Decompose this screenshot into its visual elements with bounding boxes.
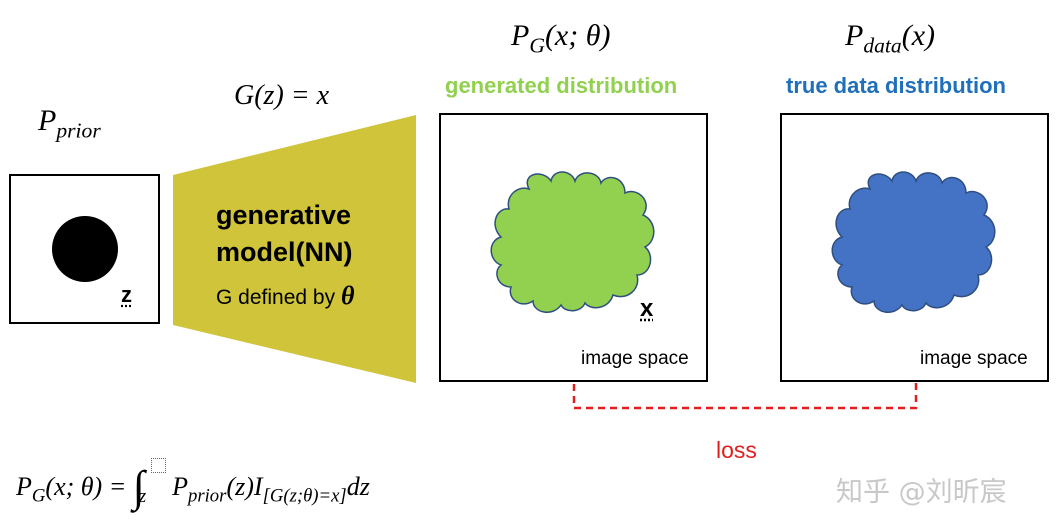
integral-sign: ∫ xyxy=(132,462,145,511)
true-data-space-label: image space xyxy=(920,348,1028,369)
bottom-formula: PG(x; θ) = ∫z Pprior(z)I[G(z;θ)=x]dz xyxy=(16,458,370,509)
generator-trapezoid xyxy=(173,115,416,383)
generated-space-label: image space xyxy=(581,348,689,369)
generator-line1: generative xyxy=(216,200,352,230)
prior-label: Pprior xyxy=(38,104,101,143)
generator-line2: model(NN) xyxy=(216,237,353,267)
true-data-title: true data distribution xyxy=(786,73,1006,98)
z-label: z xyxy=(121,282,132,307)
prior-box: z xyxy=(9,174,160,324)
watermark: 知乎 @刘昕宸 xyxy=(836,477,1007,508)
true-data-cloud xyxy=(831,171,996,313)
generated-box: x image space xyxy=(439,113,708,382)
true-data-box: image space xyxy=(780,113,1049,382)
prior-dot xyxy=(52,216,118,282)
generated-cloud xyxy=(490,171,655,313)
generator-equation: G(z) = x xyxy=(234,80,330,111)
loss-label: loss xyxy=(716,437,757,463)
theta-symbol: θ xyxy=(340,281,355,310)
generated-title: generated distribution xyxy=(445,73,678,98)
upper-limit-placeholder xyxy=(150,458,166,473)
x-label: x xyxy=(640,295,654,322)
generated-formula: PG(x; θ) xyxy=(511,19,611,58)
true-data-formula: Pdata(x) xyxy=(845,19,936,58)
generator-line3: G defined by θ xyxy=(216,281,355,310)
